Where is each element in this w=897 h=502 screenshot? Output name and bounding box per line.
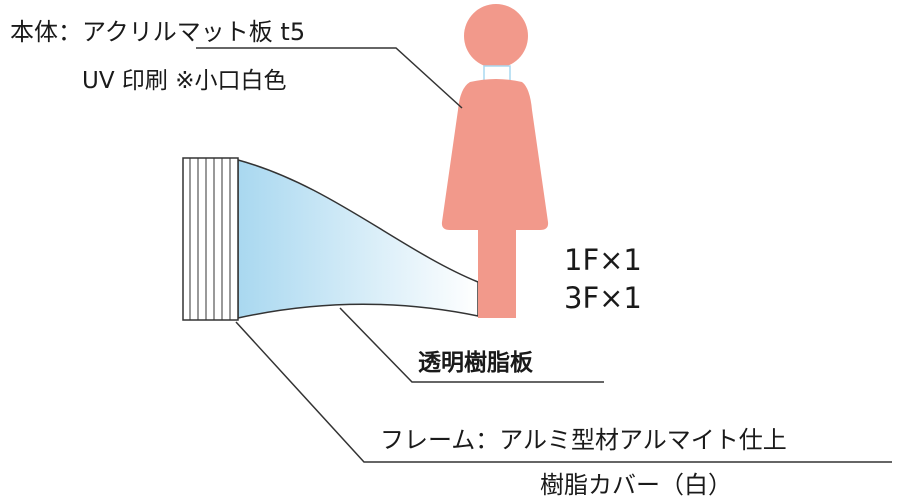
leader-line-panel [339,307,604,383]
frame-cover-label: 樹脂カバー（白） [540,471,732,499]
floor-count-label-2: 3F×1 [564,281,642,315]
frame-material-label: フレーム：アルミ型材アルマイト仕上 [380,426,787,454]
frame [182,157,239,321]
leader-line-body [196,47,463,109]
floor-count-label-1: 1F×1 [564,243,642,277]
body-material-label: 本体：アクリルマット板 t5 [10,18,305,46]
transparent-panel [237,159,479,319]
leader-line-frame [235,321,892,463]
panel-label: 透明樹脂板 [418,350,534,376]
restroom-figure-icon [441,4,549,318]
body-print-label: UV 印刷 ※小口白色 [82,68,286,94]
